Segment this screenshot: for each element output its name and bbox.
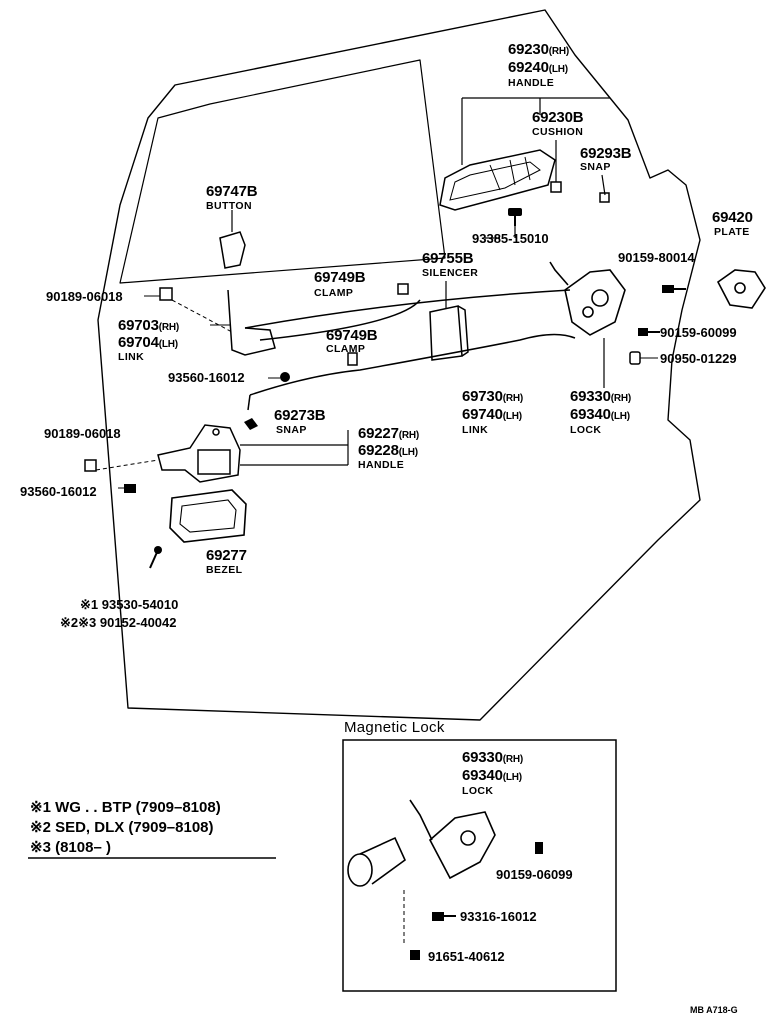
label-69330: 69330(RH) [570, 388, 632, 405]
label-69230b: 69230B [532, 109, 584, 126]
label-snap-2: SNAP [276, 424, 307, 436]
label-69240: 69240(LH) [508, 59, 568, 76]
snap-69293b-part [599, 192, 610, 203]
label-90189-b: 90189-06018 [44, 426, 121, 441]
bolt-90159-60099-part [638, 328, 660, 336]
label-plate: PLATE [714, 226, 750, 238]
label-69749b-2: 69749B [326, 327, 378, 344]
label-handle-outer: HANDLE [508, 77, 555, 89]
label-69227: 69227(RH) [358, 425, 420, 442]
label-clamp-1: CLAMP [314, 287, 354, 299]
link-assembly-part [227, 289, 576, 411]
legend-row-3: ※3 (8108– ) [30, 839, 111, 856]
label-90950-01229: 90950-01229 [660, 351, 737, 366]
label-silencer: SILENCER [422, 267, 479, 279]
label-lock: LOCK [570, 424, 602, 436]
label-69730: 69730(RH) [462, 388, 524, 405]
door-lock-part [549, 261, 626, 336]
label-93560-a: 93560-16012 [168, 370, 245, 385]
snap-69273b-part [244, 418, 258, 430]
magnetic-lock-part [409, 799, 496, 880]
mag-label-91651: 91651-40612 [428, 949, 505, 964]
label-90159-60099: 90159-60099 [660, 325, 737, 340]
screw-93385 [508, 208, 522, 226]
bezel-part [169, 489, 247, 543]
label-69747b: 69747B [206, 183, 258, 200]
actuator-motor-part [347, 836, 406, 887]
label-69293b: 69293B [580, 145, 632, 162]
bolt-93316-part [432, 912, 456, 921]
nut-90950-part [629, 351, 641, 365]
label-button: BUTTON [206, 200, 252, 212]
clamp-69749b-a-part [397, 283, 409, 295]
mag-label-69330: 69330(RH) [462, 749, 524, 766]
clamp-69749b-b-part [347, 352, 358, 366]
magnetic-lock-frame [342, 739, 617, 992]
mag-label-69340: 69340(LH) [462, 767, 522, 784]
label-handle-inner: HANDLE [358, 459, 405, 471]
screw-93560-b-part [118, 484, 136, 493]
lock-button-part [219, 231, 246, 269]
label-69277: 69277 [206, 547, 247, 564]
label-clamp-2: CLAMP [326, 343, 366, 355]
label-cushion: CUSHION [532, 126, 584, 138]
silencer-part [429, 281, 469, 361]
mag-label-lock: LOCK [462, 785, 494, 797]
bolt-91651-part [410, 950, 420, 960]
clip-90189-a-part [159, 287, 173, 301]
label-snap-1: SNAP [580, 161, 611, 173]
label-69740: 69740(LH) [462, 406, 522, 423]
outer-handle-part [439, 149, 556, 211]
label-69273b: 69273B [274, 407, 326, 424]
magnetic-lock-title: Magnetic Lock [344, 719, 445, 736]
note-2-3: ※2※3 90152-40042 [60, 615, 177, 630]
bezel-screw-part [149, 546, 162, 569]
label-69704: 69704(LH) [118, 334, 178, 351]
label-link-1: LINK [118, 351, 145, 363]
window-frame [119, 59, 446, 284]
label-90159-80014: 90159-80014 [618, 250, 695, 265]
bolt-90159-06099-part [535, 842, 543, 854]
screw-93560-a-part [280, 372, 290, 382]
footer-code: MB A718-G [690, 1005, 738, 1015]
label-69230: 69230(RH) [508, 41, 570, 58]
label-bezel: BEZEL [206, 564, 243, 576]
label-69228: 69228(LH) [358, 442, 418, 459]
label-link-2: LINK [462, 424, 489, 436]
clip-90189-b-part [84, 459, 97, 472]
note-1: ※1 93530-54010 [80, 597, 179, 612]
label-69703: 69703(RH) [118, 317, 180, 334]
striker-plate-part [716, 269, 766, 309]
label-69340: 69340(LH) [570, 406, 630, 423]
label-69755b: 69755B [422, 250, 474, 267]
label-69749b-1: 69749B [314, 269, 366, 286]
cushion-part [550, 181, 562, 193]
inner-handle-part [157, 424, 241, 483]
label-93560-b: 93560-16012 [20, 484, 97, 499]
bolt-90159-80014-part [662, 285, 686, 293]
legend-row-2: ※2 SED, DLX (7909–8108) [30, 819, 214, 836]
label-93385: 93385-15010 [472, 231, 549, 246]
legend-row-1: ※1 WG . . BTP (7909–8108) [30, 799, 221, 816]
mag-label-93316: 93316-16012 [460, 909, 537, 924]
door-panel-outline [97, 9, 701, 721]
label-90189-a: 90189-06018 [46, 289, 123, 304]
mag-label-90159-06099: 90159-06099 [496, 867, 573, 882]
label-69420: 69420 [712, 209, 753, 226]
